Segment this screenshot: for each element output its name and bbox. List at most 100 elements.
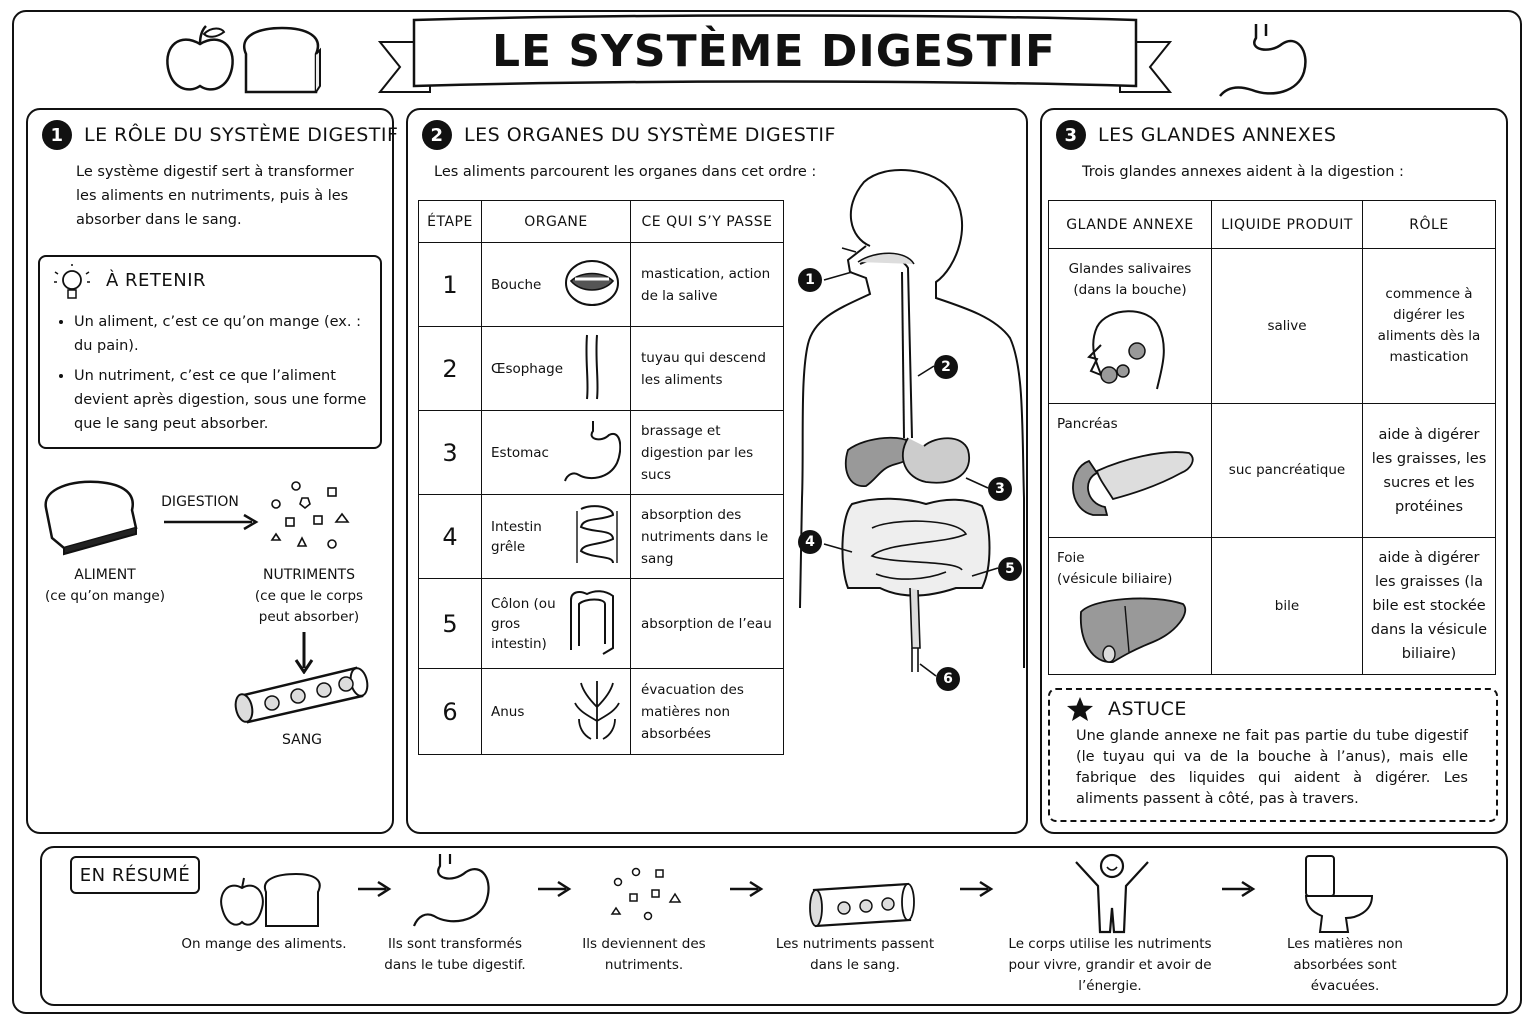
organ-name: Estomac <box>491 444 549 461</box>
gland-row: Foie (vésicule biliaire) bile aide à dig… <box>1048 537 1496 675</box>
gland-cell: Glandes salivaires (dans la bouche) <box>1048 248 1212 404</box>
digestion-label: DIGESTION <box>161 494 239 510</box>
marker-6: 6 <box>936 667 960 691</box>
nutriments-sub: (ce que le corps peut absorber) <box>254 588 364 625</box>
title-area: LE SYSTÈME DIGESTIF <box>414 16 1134 86</box>
retenir-box <box>38 255 382 449</box>
liquid-cell: salive <box>1211 248 1363 404</box>
marker-arrows <box>823 271 999 677</box>
section3-header: 3 LES GLANDES ANNEXES <box>1056 120 1336 150</box>
organ-name: Intestin grêle <box>491 518 542 555</box>
toilet-icon <box>1304 855 1374 933</box>
organ-cell: Bouche <box>480 242 632 327</box>
summary-step: Les matières non absorbées sont évacuées… <box>1287 936 1403 994</box>
section3-number: 3 <box>1056 120 1086 150</box>
retenir-title: À RETENIR <box>106 270 207 291</box>
col-etape: ÉTAPE <box>418 200 482 243</box>
col-passe: CE QUI S’Y PASSE <box>630 200 784 243</box>
aliment-label: ALIMENT (ce qu’on mange) <box>40 565 170 607</box>
organ-cell: Côlon (ou gros intestin) <box>480 578 632 669</box>
blood-vessel-icon <box>809 882 915 928</box>
title-banner <box>377 14 1173 93</box>
bread-icon <box>243 26 321 94</box>
retenir-list: Un aliment, c’est ce qu’on mange (ex. : … <box>56 310 374 442</box>
step-number: 4 <box>418 494 482 579</box>
arrow-right-icon <box>730 880 764 898</box>
esophagus-icon <box>563 331 621 407</box>
digestive-system-diagram <box>799 169 1025 672</box>
section2-heading: LES ORGANES DU SYSTÈME DIGESTIF <box>464 124 836 146</box>
role-cell: aide à digérer les graisses, les sucres … <box>1362 403 1496 538</box>
aliment-sub: (ce qu’on mange) <box>45 588 165 604</box>
liquid-cell: suc pancréatique <box>1211 403 1363 538</box>
role-cell: commence à digérer les aliments dès la m… <box>1362 248 1496 404</box>
marker-4: 4 <box>798 530 822 554</box>
nutrients-icon <box>610 867 682 921</box>
astuce-box <box>1048 688 1498 822</box>
page-frame <box>12 10 1522 1014</box>
section1-number: 1 <box>42 120 72 150</box>
retenir-item: Un nutriment, c’est ce que l’aliment dev… <box>74 364 374 436</box>
section1-heading: LE RÔLE DU SYSTÈME DIGESTIF <box>84 124 399 146</box>
section2-header: 2 LES ORGANES DU SYSTÈME DIGESTIF <box>422 120 836 150</box>
organ-desc: tuyau qui descend les aliments <box>630 326 784 411</box>
apple-icon <box>166 25 234 91</box>
section3-heading: LES GLANDES ANNEXES <box>1098 124 1337 146</box>
sang-label: SANG <box>281 732 323 748</box>
stomach-icon <box>412 854 490 927</box>
blood-vessel-icon <box>234 666 369 724</box>
section3-intro: Trois glandes annexes aident à la digest… <box>1082 164 1404 180</box>
gland-name: Pancréas <box>1057 416 1118 432</box>
step-number: 5 <box>418 578 482 669</box>
star-icon <box>1067 697 1093 721</box>
col-liquide: LIQUIDE PRODUIT <box>1211 200 1363 249</box>
small-intestine-icon <box>573 503 621 571</box>
happy-person-icon <box>1075 853 1149 934</box>
step-number: 6 <box>418 668 482 755</box>
step-number: 2 <box>418 326 482 411</box>
arrow-right-icon <box>960 880 994 898</box>
role-cell: aide à digérer les graisses (la bile est… <box>1362 537 1496 675</box>
summary-step: Ils deviennent des nutriments. <box>582 936 706 973</box>
astuce-text: Une glande annexe ne fait pas partie du … <box>1076 728 1468 807</box>
nutriments-label: NUTRIMENTS (ce que le corps peut absorbe… <box>246 565 372 628</box>
gland-name: Foie <box>1057 550 1085 566</box>
down-arrow <box>294 632 314 674</box>
mouth-icon <box>563 257 621 313</box>
arrow-right-icon <box>1222 880 1256 898</box>
section-role <box>26 108 394 834</box>
organ-name: Anus <box>491 703 525 720</box>
organ-name: Côlon (ou gros intestin) <box>491 595 556 652</box>
section1-header: 1 LE RÔLE DU SYSTÈME DIGESTIF <box>42 120 398 150</box>
summary-step: Le corps utilise les nutriments pour viv… <box>1008 936 1212 994</box>
liver-icon <box>1080 597 1186 663</box>
organ-cell: Anus <box>480 668 632 755</box>
organ-desc: brassage et digestion par les sucs <box>630 410 784 495</box>
summary-label: EN RÉSUMÉ <box>70 856 200 894</box>
gland-row: Pancréas suc pancréatique aide à digérer… <box>1048 403 1496 538</box>
liquid-cell: bile <box>1211 537 1363 675</box>
lightbulb-icon <box>54 264 90 299</box>
gland-cell: Foie (vésicule biliaire) <box>1048 537 1212 675</box>
section1-intro: Le système digestif sert à transformer l… <box>76 164 354 228</box>
retenir-item: Un aliment, c’est ce qu’on mange (ex. : … <box>74 310 374 358</box>
organ-desc: mastication, action de la salive <box>630 242 784 327</box>
arrow-right-icon <box>538 880 572 898</box>
glands-table: GLANDE ANNEXE LIQUIDE PRODUIT RÔLE Gland… <box>1048 200 1496 675</box>
bread-slice-icon <box>44 480 138 556</box>
stomach-icon <box>1219 24 1307 97</box>
gland-row: Glandes salivaires (dans la bouche) sali… <box>1048 248 1496 404</box>
organ-desc: évacuation des matières non absorbées <box>630 668 784 755</box>
summary-step: On mange des aliments. <box>181 936 347 952</box>
col-organe: ORGANE <box>480 200 632 243</box>
organ-desc: absorption de l’eau <box>630 578 784 669</box>
salivary-head-icon <box>1087 310 1165 390</box>
organ-row: 6 Anus évacuation des matières non absorbé… <box>418 668 784 755</box>
step-number: 1 <box>418 242 482 327</box>
section2-number: 2 <box>422 120 452 150</box>
colon-icon <box>565 588 621 660</box>
